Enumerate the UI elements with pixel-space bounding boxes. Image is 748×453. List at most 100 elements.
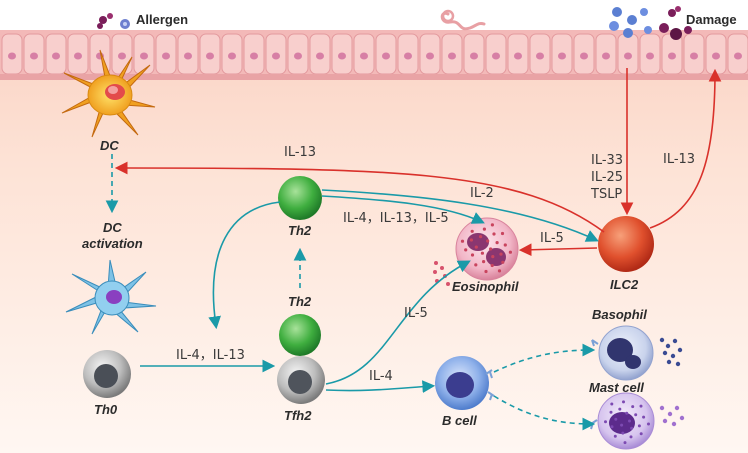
granule [610,425,614,429]
granule [490,223,494,227]
cytokine-il5-ilc2: IL-5 [540,231,564,246]
activated-dc-icon [65,259,157,335]
granule [492,232,496,236]
th2-top-label: Th2 [288,223,312,238]
epithelial-nucleus [272,52,280,60]
damage-label: Damage [686,12,737,27]
arrow-th2-to-eosinophil [321,195,485,224]
epithelial-nucleus [228,52,236,60]
granule [629,435,633,439]
epithelial-nucleus [118,52,126,60]
allergen-particles [97,13,130,29]
granule [623,441,627,445]
granule [609,410,613,414]
granule [630,426,634,430]
th0-cell-icon [83,350,131,398]
arrow-th2-to-th0-loop [208,201,281,330]
granule [634,413,638,417]
virus-particles [609,7,652,38]
cytokine-il4-il13-th0: IL-4，IL-13 [176,348,245,363]
granule [474,245,478,249]
granule [625,411,629,415]
epithelial-nucleus [624,52,632,60]
granule [464,248,468,252]
granule [474,263,478,267]
arrow-bcell-to-mastcell [493,395,596,431]
epithelial-nucleus [382,52,390,60]
epithelial-nucleus [360,52,368,60]
ilc2-label: ILC2 [610,277,639,292]
epithelial-nucleus [668,52,676,60]
arrow-th2-to-ilc2 [321,189,599,242]
granule [618,407,622,411]
epithelial-nucleus [536,52,544,60]
mast-cell-icon [590,392,685,450]
th0-label: Th0 [94,402,118,417]
ilc2-cell-icon [598,216,654,272]
granule [637,424,641,428]
epithelial-nucleus [250,52,258,60]
cytokine-il4-bcell: IL-4 [369,369,393,384]
epithelial-nucleus [30,52,38,60]
granule [479,235,483,239]
granule [614,417,618,421]
granule [470,253,475,257]
granule [490,263,494,268]
granule [497,269,502,273]
epithelial-nucleus [316,52,324,60]
epithelial-nucleus [140,52,148,60]
granule [470,229,474,233]
parasite-icon [440,9,486,31]
epithelial-nucleus [580,52,588,60]
arrow-tfh2-to-bcell [325,380,436,393]
granule [484,269,488,274]
dc-activation-label-line1: DC [103,220,122,235]
th2-mid-label: Th2 [288,294,312,309]
mast-cell-label: Mast cell [589,380,644,395]
granule [486,239,490,243]
granule [604,420,607,424]
epithelial-nucleus [294,52,302,60]
granule [469,238,473,242]
epithelial-nucleus [712,52,720,60]
cytokine-il2: IL-2 [470,186,494,201]
epithelial-nucleus [492,52,500,60]
basophil-cell-icon [591,325,683,381]
granule [495,241,499,245]
epithelial-nucleus [470,52,478,60]
granule [499,252,503,256]
tfh2-cell-icon [277,356,325,404]
granule [613,434,617,438]
granule [621,431,625,435]
granule [508,250,512,254]
allergen-label: Allergen [136,12,189,27]
granule [482,227,486,231]
granule [501,260,505,264]
epithelium-layer [0,30,748,80]
cytokine-il5-tfh2: IL-5 [404,306,428,321]
th2-mid-cell-icon [279,314,321,356]
arrow-ilc2-to-epithelium [649,68,722,229]
granule [647,422,650,426]
cytokine-il33: IL-33 [591,153,624,168]
arrow-il13-ilc2-to-dc [114,161,605,233]
arrow-ilc2-to-eosinophil [518,243,598,257]
granule [482,260,486,264]
dc-label: DC [100,138,119,153]
b-cell-icon [435,356,495,410]
granule [489,247,493,251]
epithelial-nucleus [426,52,434,60]
granule [639,404,643,408]
eosinophil-label: Eosinophil [452,279,519,294]
cytokine-il13-dc: IL-13 [284,145,317,160]
epithelial-nucleus [734,52,742,60]
cytokine-il4-il13-il5: IL-4，IL-13，IL-5 [343,211,449,226]
epithelial-nucleus [8,52,16,60]
granule [642,415,646,419]
arrow-tfh2-to-eosinophil [325,260,471,385]
eosinophil-cell-icon [433,217,519,286]
granule [503,243,507,247]
epithelial-nucleus [74,52,82,60]
granule [628,419,631,423]
th2-top-cell-icon [278,176,322,220]
